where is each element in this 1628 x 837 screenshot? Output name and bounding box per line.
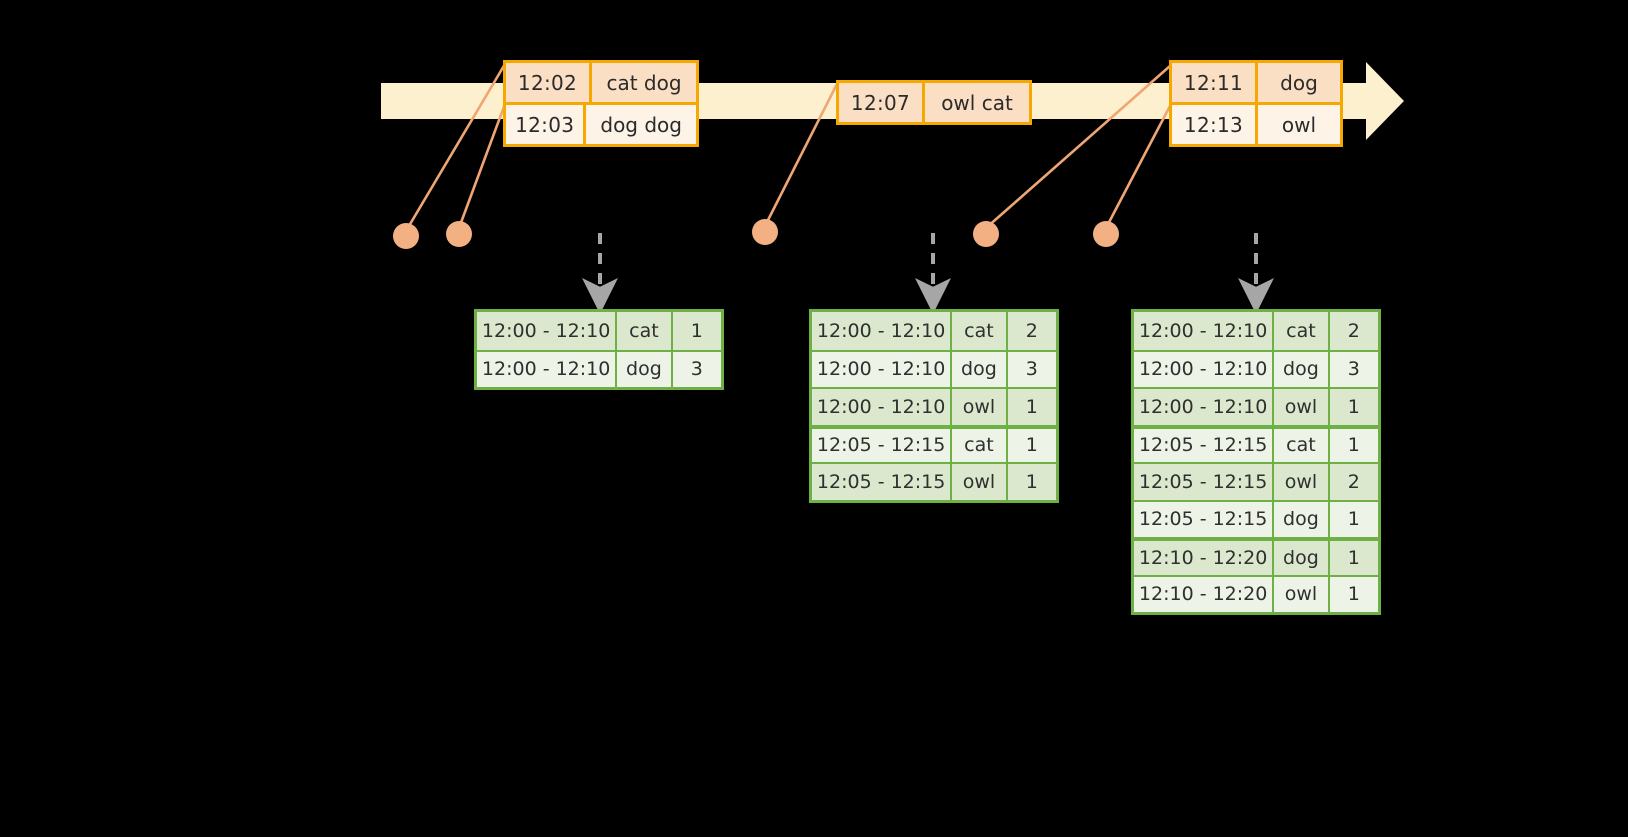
connector-dot-5 — [1093, 221, 1119, 247]
cell-window: 12:00 - 12:10 — [1134, 312, 1275, 350]
cell-word: owl — [1274, 576, 1330, 612]
event-time: 12:03 — [506, 105, 587, 144]
event-time: 12:07 — [839, 83, 925, 122]
emit-arrows — [582, 233, 1274, 314]
cell-word: dog — [617, 351, 673, 387]
cell-count: 2 — [1347, 470, 1360, 493]
cell-window: 12:05 - 12:15 — [812, 464, 953, 500]
connector-line-5 — [1104, 104, 1172, 230]
event-row[interactable]: 12:13 owl — [1172, 102, 1340, 144]
cell-window: 12:00 - 12:10 — [812, 389, 953, 425]
connector-dot-3 — [752, 219, 778, 245]
cell-count: 1 — [1347, 583, 1360, 606]
cell-word: cat — [952, 428, 1008, 462]
event-row[interactable]: 12:11 dog — [1172, 63, 1340, 102]
cell-word: cat — [952, 312, 1008, 350]
cell-word: dog — [952, 351, 1008, 387]
cell-count: 1 — [1347, 508, 1360, 531]
cell-count: 3 — [1025, 358, 1038, 381]
cell-count: 2 — [1347, 319, 1360, 342]
event-row[interactable]: 12:02 cat dog — [506, 63, 696, 102]
cell-word: dog — [1274, 541, 1330, 575]
cell-count: 3 — [690, 358, 703, 381]
cell-window: 12:10 - 12:20 — [1134, 576, 1275, 612]
cell-window: 12:00 - 12:10 — [477, 351, 618, 387]
cell-count: 1 — [1347, 395, 1360, 418]
connector-dot-4 — [973, 221, 999, 247]
cell-window: 12:05 - 12:15 — [1134, 464, 1275, 500]
event-words: cat dog — [606, 70, 682, 95]
cell-word: owl — [1274, 464, 1330, 500]
cell-count: 1 — [1025, 434, 1038, 457]
cell-word: owl — [952, 389, 1008, 425]
connector-line-2 — [457, 102, 507, 230]
event-group-2[interactable]: 12:07 owl cat — [836, 80, 1032, 125]
cell-word: owl — [952, 464, 1008, 500]
event-group-1[interactable]: 12:02 cat dog 12:03 dog dog — [503, 60, 699, 147]
event-group-3[interactable]: 12:11 dog 12:13 owl — [1169, 60, 1343, 147]
event-time: 12:11 — [1172, 63, 1258, 102]
cell-word: dog — [1274, 501, 1330, 537]
connector-dot-1 — [393, 223, 419, 249]
event-words: owl — [1281, 112, 1317, 137]
event-time: 12:13 — [1172, 105, 1258, 144]
cell-count: 1 — [1347, 434, 1360, 457]
event-words: dog dog — [600, 112, 682, 137]
cell-window: 12:05 - 12:15 — [1134, 428, 1275, 462]
event-words: dog — [1280, 70, 1318, 95]
event-time: 12:02 — [506, 63, 592, 102]
cell-word: cat — [617, 312, 673, 350]
connector-line-3 — [763, 82, 839, 228]
cell-window: 12:05 - 12:15 — [1134, 501, 1275, 537]
event-row[interactable]: 12:07 owl cat — [839, 83, 1029, 122]
cell-count: 1 — [690, 319, 703, 342]
cell-count: 3 — [1347, 358, 1360, 381]
cell-window: 12:00 - 12:10 — [1134, 389, 1275, 425]
cell-word: owl — [1274, 389, 1330, 425]
cell-word: cat — [1274, 428, 1330, 462]
cell-window: 12:10 - 12:20 — [1134, 541, 1275, 575]
cell-window: 12:05 - 12:15 — [812, 428, 953, 462]
cell-word: dog — [1274, 351, 1330, 387]
cell-count: 1 — [1025, 395, 1038, 418]
event-words: owl cat — [941, 90, 1013, 115]
cell-count: 1 — [1025, 470, 1038, 493]
cell-window: 12:00 - 12:10 — [812, 351, 953, 387]
cell-count: 1 — [1347, 546, 1360, 569]
cell-window: 12:00 - 12:10 — [477, 312, 618, 350]
connector-dots — [393, 219, 1119, 249]
cell-word: cat — [1274, 312, 1330, 350]
cell-window: 12:00 - 12:10 — [812, 312, 953, 350]
connector-dot-2 — [446, 221, 472, 247]
cell-count: 2 — [1025, 319, 1038, 342]
cell-window: 12:00 - 12:10 — [1134, 351, 1275, 387]
connector-line-1 — [404, 62, 507, 233]
event-row[interactable]: 12:03 dog dog — [506, 102, 696, 144]
